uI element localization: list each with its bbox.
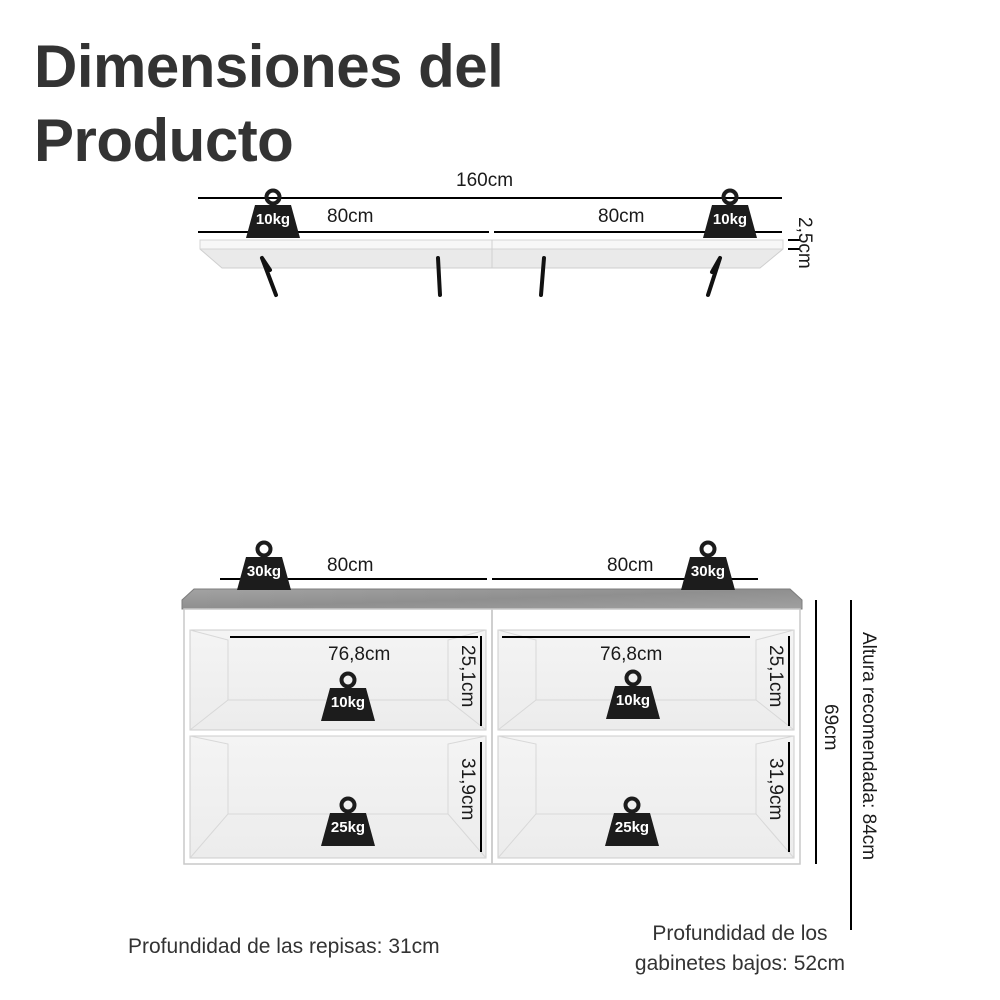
base-cabinet — [181, 578, 852, 930]
cabinet-depth-note: Profundidad de los gabinetes bajos: 52cm — [580, 919, 900, 979]
weight-icon: 30kg — [236, 540, 292, 590]
cabinet-depth-line-1: Profundidad de los — [652, 922, 828, 945]
shelf-weight-right: 10kg — [712, 211, 748, 228]
shelf-bracket — [436, 256, 442, 297]
recommended-height: Altura recomendada: 84cm — [858, 632, 879, 861]
wall-shelf — [198, 197, 800, 297]
weight-icon: 10kg — [320, 671, 376, 721]
inner-width-right: 76,8cm — [600, 644, 663, 665]
shelf-total-width: 160cm — [456, 170, 514, 191]
top-right-width: 80cm — [607, 555, 654, 576]
weight-icon: 30kg — [680, 540, 736, 590]
upper-weight-right: 10kg — [615, 692, 651, 709]
total-height: 69cm — [820, 704, 841, 751]
shelf-depth-note: Profundidad de las repisas: 31cm — [128, 935, 440, 958]
weight-icon: 25kg — [320, 796, 376, 846]
shelf-right-width: 80cm — [598, 206, 645, 227]
weight-icon: 10kg — [605, 669, 661, 719]
lower-weight-left: 25kg — [330, 819, 366, 836]
countertop — [181, 588, 803, 610]
upper-height-left: 25,1cm — [457, 645, 478, 708]
shelf-bracket — [260, 256, 278, 297]
top-weight-right: 30kg — [690, 563, 726, 580]
lower-weight-right: 25kg — [614, 819, 650, 836]
upper-height-right: 25,1cm — [765, 645, 786, 708]
shelf-left-width: 80cm — [327, 206, 374, 227]
shelf-bracket — [706, 256, 722, 297]
top-weight-left: 30kg — [246, 563, 282, 580]
cabinet-depth-line-2: gabinetes bajos: 52cm — [634, 952, 846, 975]
shelf-bracket — [539, 256, 546, 297]
weight-icon: 10kg — [702, 188, 758, 238]
upper-weight-left: 10kg — [330, 694, 366, 711]
title-line-1: Dimensiones del — [34, 33, 504, 100]
weight-icon: 25kg — [604, 796, 660, 846]
shelf-thickness: 2,5cm — [794, 217, 815, 269]
title-line-2: Producto — [34, 107, 294, 174]
inner-width-left: 76,8cm — [328, 644, 391, 665]
lower-height-right: 31,9cm — [765, 758, 786, 821]
lower-height-left: 31,9cm — [457, 758, 478, 821]
weight-icon: 10kg — [245, 188, 301, 238]
top-left-width: 80cm — [327, 555, 374, 576]
shelf-weight-left: 10kg — [255, 211, 291, 228]
page-title: Dimensiones del Producto — [34, 30, 504, 178]
